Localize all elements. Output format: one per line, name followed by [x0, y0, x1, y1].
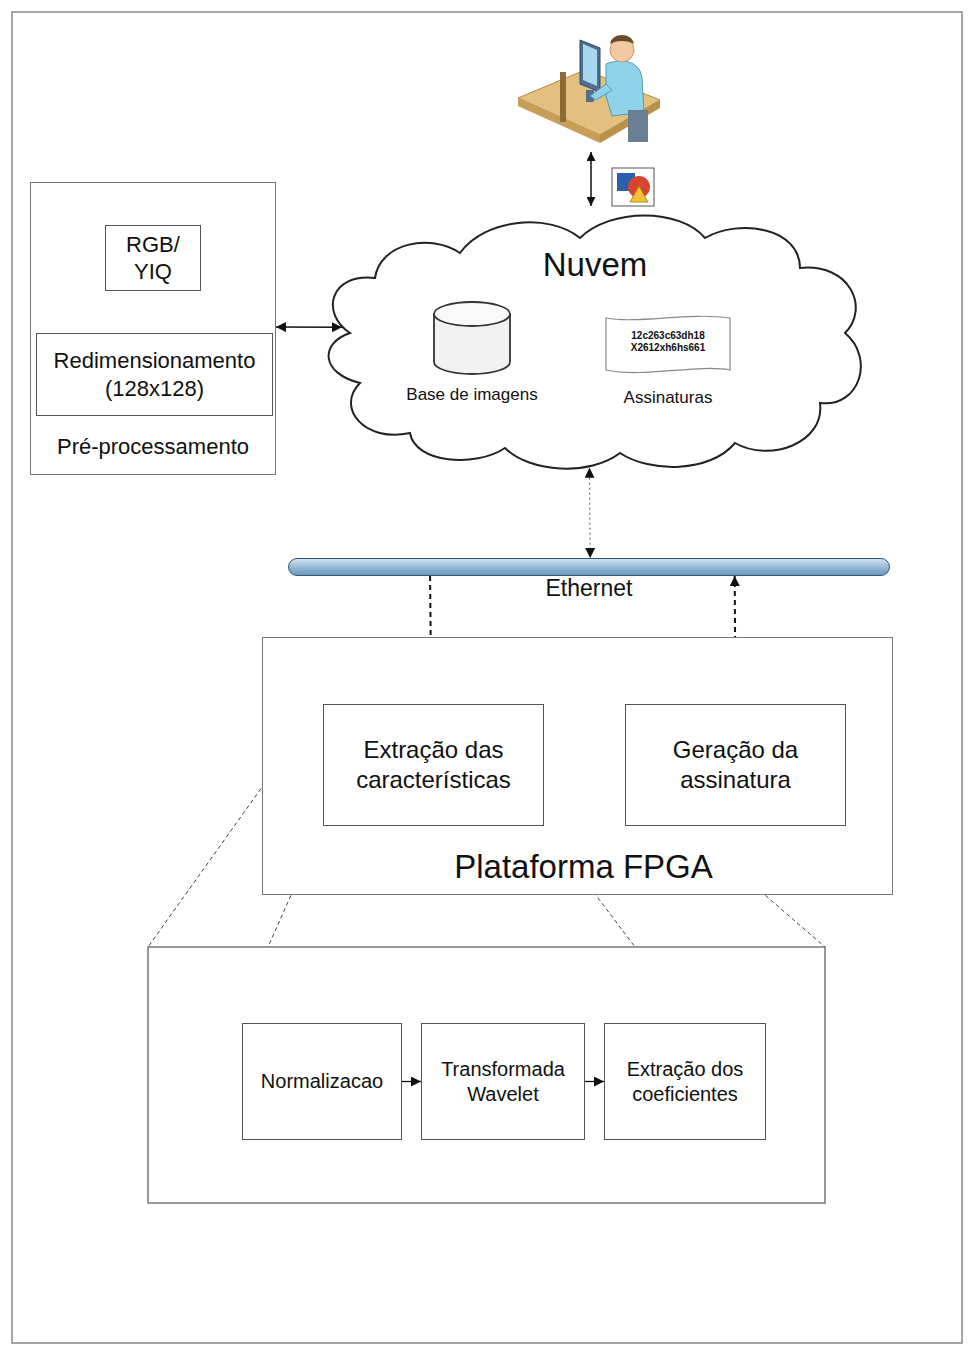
process-box: Redimensionamento (128x128): [36, 333, 273, 416]
signature-document: 12c263c63dh18 X2612xh6hs661Assinaturas: [598, 312, 738, 410]
node-label: Extração das características: [332, 735, 535, 795]
node-label: Extração dos coeficientes: [613, 1057, 757, 1107]
page-frame: [12, 12, 962, 1343]
detail-box: [148, 947, 825, 1203]
node-label: Normalizacao: [261, 1069, 383, 1094]
database-cylinder: Base de imagens: [392, 300, 552, 407]
connector-arrow: [585, 1081, 604, 1082]
preprocessing-group: Pré-processamento RGB/ YIQ Redimensionamen…: [30, 182, 276, 475]
node-label: Transformada Wavelet: [430, 1057, 576, 1107]
node-label: RGB/ YIQ: [114, 231, 192, 286]
cloud-region: NuvemBase de imagens 12c263c63dh18 X2612x…: [320, 208, 870, 473]
shapes-icon: [612, 168, 654, 206]
user-cloud-arrow: [590, 152, 592, 206]
process-box: Extração dos coeficientes: [604, 1023, 766, 1140]
ethernet-bus: Ethernet: [288, 558, 890, 576]
connector-arrow: [402, 1081, 421, 1082]
connector-arrow: [589, 468, 591, 558]
bus-label: Ethernet: [289, 575, 889, 602]
signature-code: 12c263c63dh18 X2612xh6hs661: [616, 330, 720, 354]
document-outline: [606, 316, 730, 372]
cloud-path: [329, 216, 861, 469]
node-label: Geração da assinatura: [634, 735, 837, 795]
user-icon: [518, 35, 660, 143]
icon-caption: Base de imagens: [406, 385, 537, 405]
process-box: RGB/ YIQ: [105, 225, 201, 291]
process-box: Geração da assinatura: [625, 704, 846, 826]
process-box: Transformada Wavelet: [421, 1023, 585, 1140]
cylinder-top: [434, 302, 510, 326]
group-label: Pré-processamento: [57, 434, 249, 460]
cloud-label: Nuvem: [543, 246, 648, 284]
connector-arrow: [276, 326, 342, 328]
group-label: Plataforma FPGA: [450, 848, 717, 886]
fpga-platform: Plataforma FPGA Extração das característi…: [262, 637, 893, 895]
node-label: Redimensionamento (128x128): [45, 347, 264, 402]
icon-caption: Assinaturas: [624, 388, 713, 410]
process-box: Normalizacao: [242, 1023, 402, 1140]
process-box: Extração das características: [323, 704, 544, 826]
